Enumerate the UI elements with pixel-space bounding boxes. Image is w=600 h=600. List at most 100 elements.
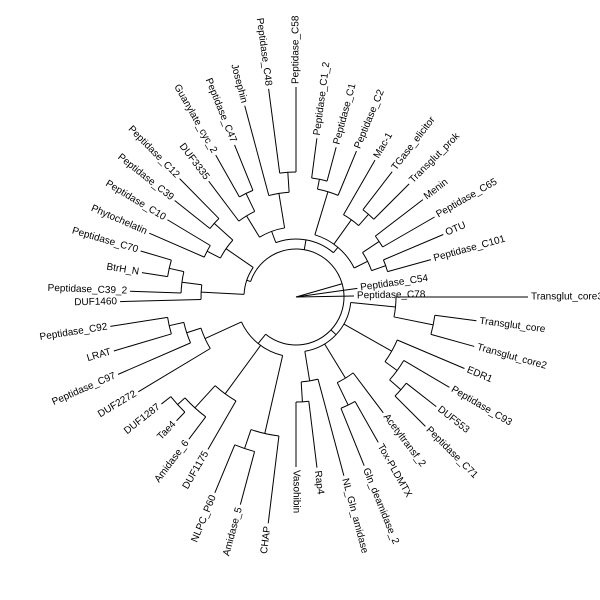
tree-arc xyxy=(362,209,375,220)
tree-branch xyxy=(141,272,168,278)
tree-branch xyxy=(317,378,345,476)
tree-branch xyxy=(295,287,358,298)
tree-branch xyxy=(373,183,410,220)
tree-branch xyxy=(176,411,186,422)
leaf-label: DUF1460 xyxy=(74,296,118,308)
tree-branch xyxy=(434,314,477,322)
tree-branch xyxy=(244,105,270,196)
tree-branch xyxy=(326,147,337,182)
tree-branch xyxy=(303,239,307,250)
leaf-label: Peptidase_C1_2 xyxy=(312,61,333,136)
tree-leaf-labels: Transglut_core3Transglut_coreTransglut_c… xyxy=(39,15,600,557)
tree-arc xyxy=(374,235,384,248)
tree-arc xyxy=(430,315,436,335)
leaf-label: Vasohibin xyxy=(291,470,302,513)
tree-arc xyxy=(314,234,355,269)
tree-arc xyxy=(238,210,255,222)
tree-branch xyxy=(188,416,207,440)
tree-branch xyxy=(324,343,346,379)
tree-branch xyxy=(362,171,393,211)
tree-branch xyxy=(333,247,339,254)
tree-branch xyxy=(174,200,211,229)
tree-branch xyxy=(393,316,434,326)
leaf-label: Peptidase_C1 xyxy=(332,82,359,146)
tree-branch xyxy=(403,360,450,388)
leaf-label: Josephin xyxy=(228,63,249,105)
tree-branch xyxy=(224,345,261,395)
tree-arc xyxy=(340,401,356,409)
tree-arc xyxy=(219,239,234,259)
tree-branches xyxy=(110,87,528,524)
tree-branch xyxy=(371,265,386,272)
tree-branch xyxy=(130,290,182,294)
tree-arc xyxy=(250,248,345,346)
tree-arc xyxy=(170,396,186,413)
tree-arc xyxy=(343,214,359,226)
tree-branch xyxy=(138,348,211,393)
tree-branch xyxy=(271,231,277,243)
tree-branch xyxy=(394,395,426,427)
tree-branch xyxy=(336,382,349,406)
tree-branch xyxy=(340,408,365,466)
leaf-label: LRAT xyxy=(86,347,113,365)
tree-branch xyxy=(304,351,311,381)
tree-branch xyxy=(383,234,444,261)
tree-branch xyxy=(353,260,368,269)
tree-branch xyxy=(343,159,376,215)
leaf-label: Peptidase_C92 xyxy=(39,321,109,343)
tree-branch xyxy=(207,400,237,450)
leaf-label: Rap4 xyxy=(312,470,326,496)
tree-arc xyxy=(250,429,279,437)
leaf-label: DUF1175 xyxy=(181,449,212,491)
tree-branch xyxy=(350,302,396,308)
tree-branch xyxy=(308,401,318,468)
tree-branch xyxy=(179,178,220,219)
tree-branch xyxy=(316,179,320,190)
tree-branch xyxy=(362,241,380,253)
tree-branch xyxy=(167,219,211,246)
tree-branch xyxy=(397,339,465,369)
tree-branch xyxy=(389,379,402,391)
tree-branch xyxy=(337,150,357,196)
tree-branch xyxy=(267,435,280,524)
tree-branch xyxy=(181,281,202,286)
tree-branch xyxy=(169,267,184,273)
tree-branch xyxy=(234,144,254,191)
leaf-label: Transglut_core xyxy=(479,316,547,336)
tree-branch xyxy=(314,191,329,235)
tree-arc xyxy=(337,372,354,384)
tree-arc xyxy=(243,267,254,295)
tree-branch xyxy=(333,219,352,245)
tree-branch xyxy=(246,279,251,283)
tree-branch xyxy=(246,215,260,238)
leaf-label: Peptidase_C39_2 xyxy=(47,283,127,297)
tree-branch xyxy=(358,213,369,226)
tree-branch xyxy=(278,193,286,229)
tree-branch xyxy=(382,216,435,248)
tree-branch xyxy=(201,291,245,295)
tree-arc xyxy=(203,245,211,258)
tree-branch xyxy=(268,88,281,174)
leaf-label: Peptidase_C71 xyxy=(424,425,480,481)
tree-arc xyxy=(304,302,352,352)
tree-arc xyxy=(200,284,203,300)
tree-branch xyxy=(161,396,172,405)
leaf-label: Mac-1 xyxy=(372,130,396,160)
leaf-label: Peptidase_C78 xyxy=(357,289,426,301)
tree-branch xyxy=(169,321,184,327)
tree-arc xyxy=(268,191,290,197)
tree-branch xyxy=(110,316,168,327)
leaf-label: Peptidase_C101 xyxy=(432,234,507,264)
tree-arc xyxy=(295,400,309,403)
tree-branch xyxy=(264,355,284,434)
tree-branch xyxy=(430,333,475,347)
tree-branch xyxy=(194,385,216,409)
tree-branch xyxy=(245,193,256,212)
leaf-label: Transglut_core2 xyxy=(476,342,549,372)
tree-branch xyxy=(120,298,202,303)
leaf-label: NL_Gln_amidase xyxy=(339,477,370,555)
leaf-label: BtrH_N xyxy=(106,262,140,278)
tree-branch xyxy=(352,372,384,414)
leaf-label: EDR1 xyxy=(465,365,494,386)
